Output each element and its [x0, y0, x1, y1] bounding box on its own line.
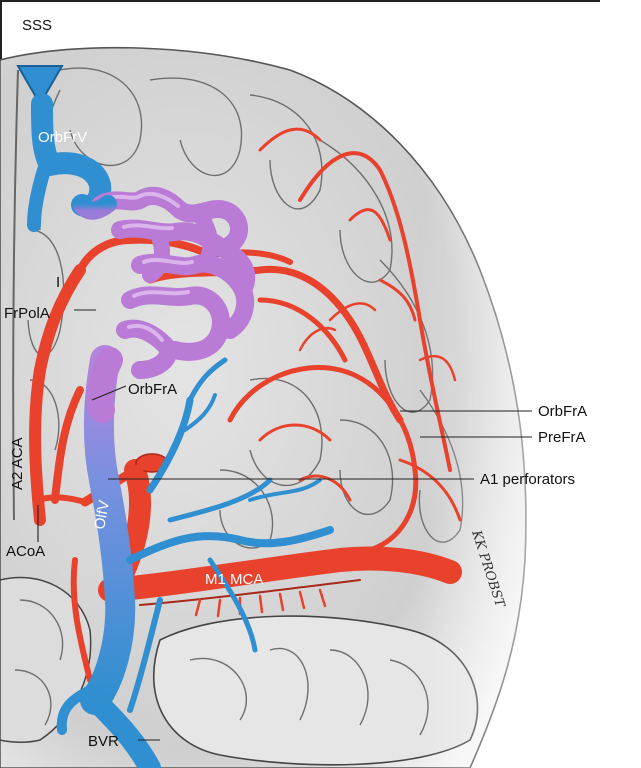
label-orbfra-right: OrbFrA — [538, 403, 587, 420]
label-a2-aca: A2 ACA — [9, 437, 26, 490]
label-prefra: PreFrA — [538, 429, 586, 446]
label-acoa: ACoA — [6, 543, 45, 560]
label-a1-perforators: A1 perforators — [480, 471, 575, 488]
label-olfv: OlfV — [91, 499, 113, 531]
a2-aca-artery — [29, 264, 86, 526]
bvr-vein — [84, 689, 161, 768]
sss-sinus — [16, 65, 64, 106]
label-sss: SSS — [22, 17, 52, 34]
prefra-artery — [298, 151, 452, 472]
m1-mca-artery — [98, 546, 462, 602]
leader-lines — [37, 309, 532, 741]
avm-drain — [73, 195, 117, 220]
label-orbfra-left: OrbFrA — [128, 381, 177, 398]
label-frpola: FrPolA — [4, 305, 50, 322]
label-m1-mca: M1 MCA — [205, 571, 263, 588]
label-orbfrv: OrbFrV — [38, 129, 87, 146]
avm-nidus — [73, 186, 256, 423]
frpola-artery — [76, 235, 214, 274]
label-bvr: BVR — [88, 733, 119, 750]
orbfra-artery — [146, 265, 404, 424]
label-i: I — [56, 274, 60, 291]
